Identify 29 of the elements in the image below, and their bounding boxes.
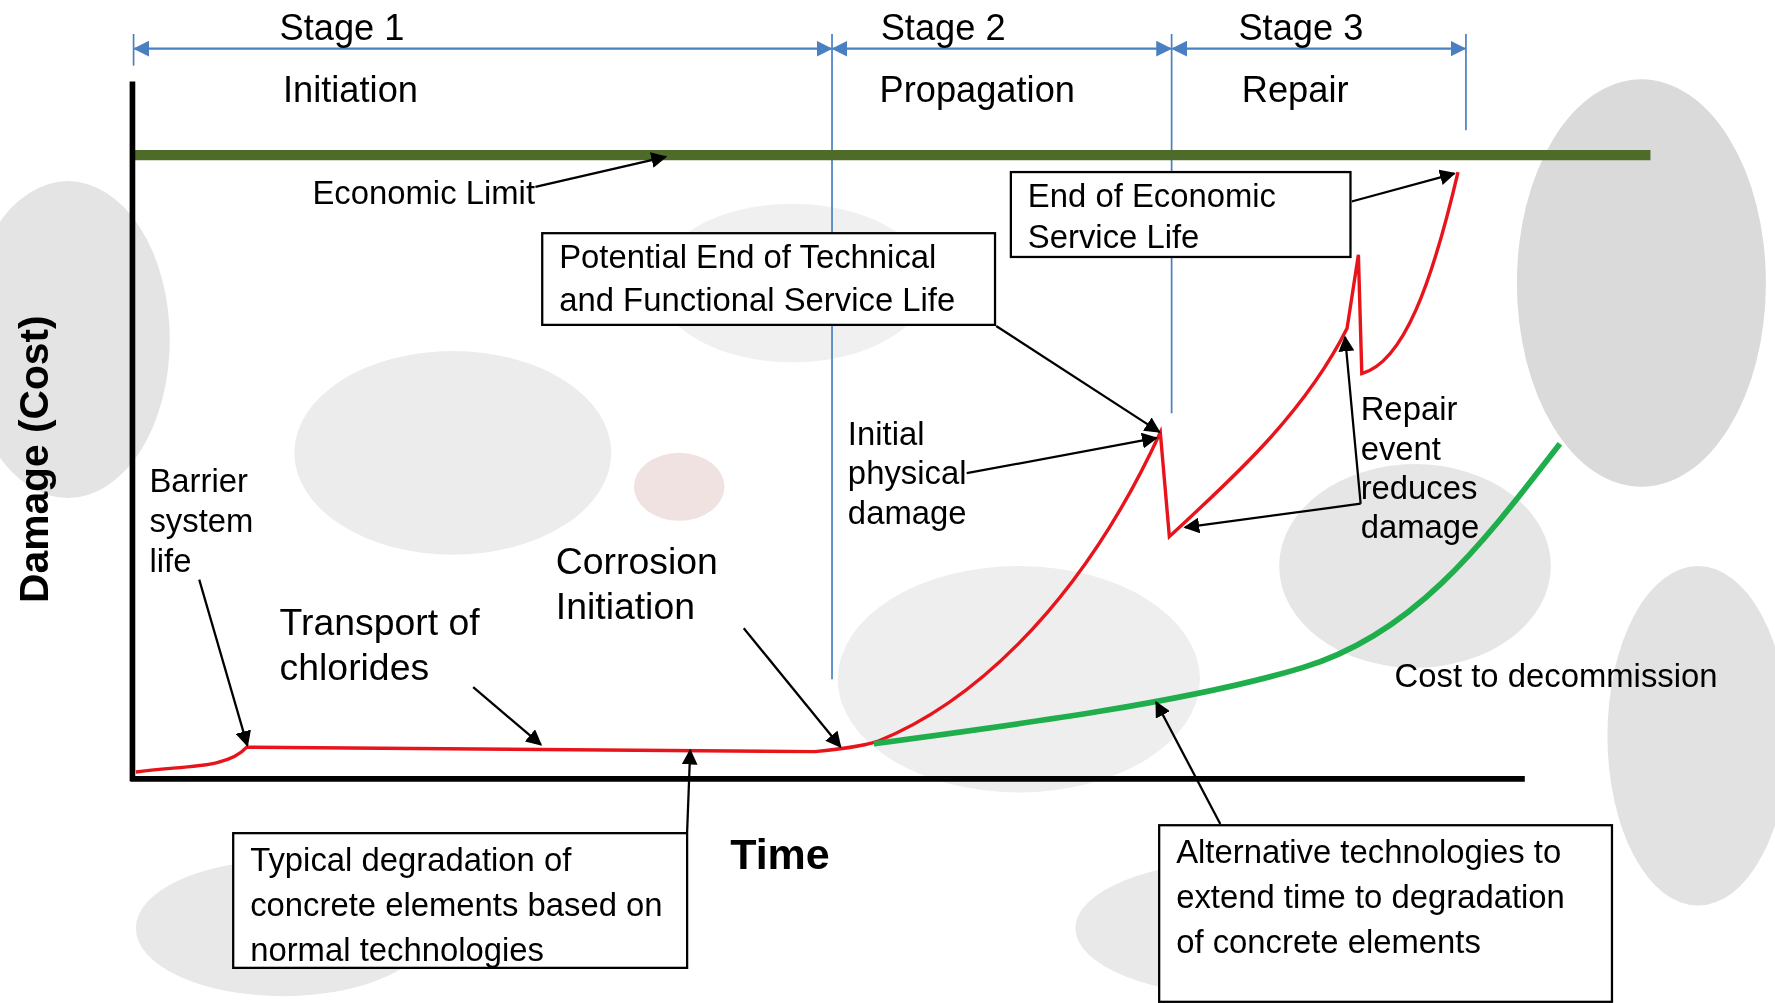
leader-line — [1183, 502, 1361, 534]
stage-name: Propagation — [879, 68, 1075, 112]
callout-text: Economic Limit — [312, 173, 535, 213]
leader-line — [1351, 169, 1456, 203]
stage-name: Repair — [1241, 68, 1349, 112]
callout-text: Corrosion Initiation — [555, 538, 754, 629]
axis-title: Damage (Cost) — [9, 314, 59, 603]
stage-label: Stage 1 — [279, 5, 405, 50]
stage-label: Stage 3 — [1238, 5, 1364, 50]
economic-limit-line — [133, 150, 1651, 161]
leader-line — [198, 579, 251, 747]
callout-box: Alternative technologies to extend time to degradation of concrete elements — [1158, 824, 1614, 1003]
callout-box: Typical degradation of concrete elements based on normal technologies — [232, 832, 689, 969]
leader-line — [535, 152, 668, 188]
axis-title: Time — [730, 829, 830, 881]
leader-line — [472, 686, 543, 746]
callout-text: Repair event reduces damage — [1360, 389, 1480, 547]
leader-line — [1338, 335, 1362, 504]
leader-line — [995, 325, 1161, 433]
leader-line — [1155, 700, 1222, 825]
leader-line — [966, 432, 1158, 475]
callout-text: Barrier system life — [149, 461, 254, 581]
leader-line — [742, 627, 842, 748]
callout-text: Transport of chlorides — [279, 599, 523, 690]
stage-label: Stage 2 — [880, 5, 1006, 50]
stage-name: Initiation — [283, 68, 418, 112]
callout-text: Initial physical damage — [847, 414, 967, 533]
leader-line — [681, 748, 698, 833]
curve-label: Cost to decommission — [1394, 656, 1718, 696]
